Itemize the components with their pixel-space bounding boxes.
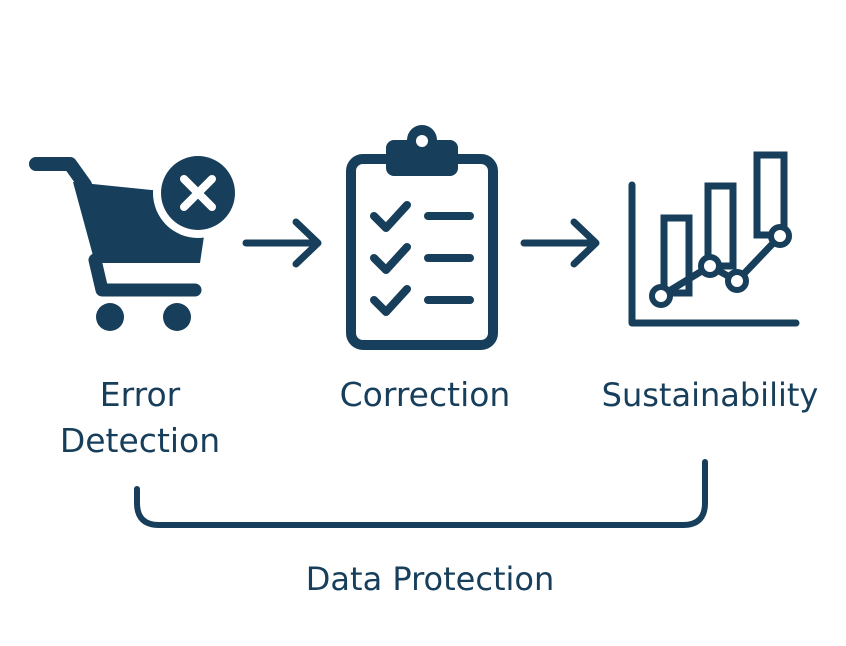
clipboard-checklist-icon [346,125,498,350]
stage-label-correction: Correction [339,375,511,414]
stage-label-sustainability: Sustainability [601,376,819,414]
bar-line-chart-icon [628,151,800,327]
stage-label-error-detection: Error Detection [30,372,250,464]
stage-label-line: Error [99,375,181,414]
bracket-label-data-protection: Data Protection [305,560,555,598]
stage-label-line: Detection [59,421,221,460]
arrow-right-icon [520,218,600,268]
shopping-cart-with-x-icon [29,148,243,331]
arrow-right-icon [242,218,322,268]
data-protection-bracket [134,459,708,528]
